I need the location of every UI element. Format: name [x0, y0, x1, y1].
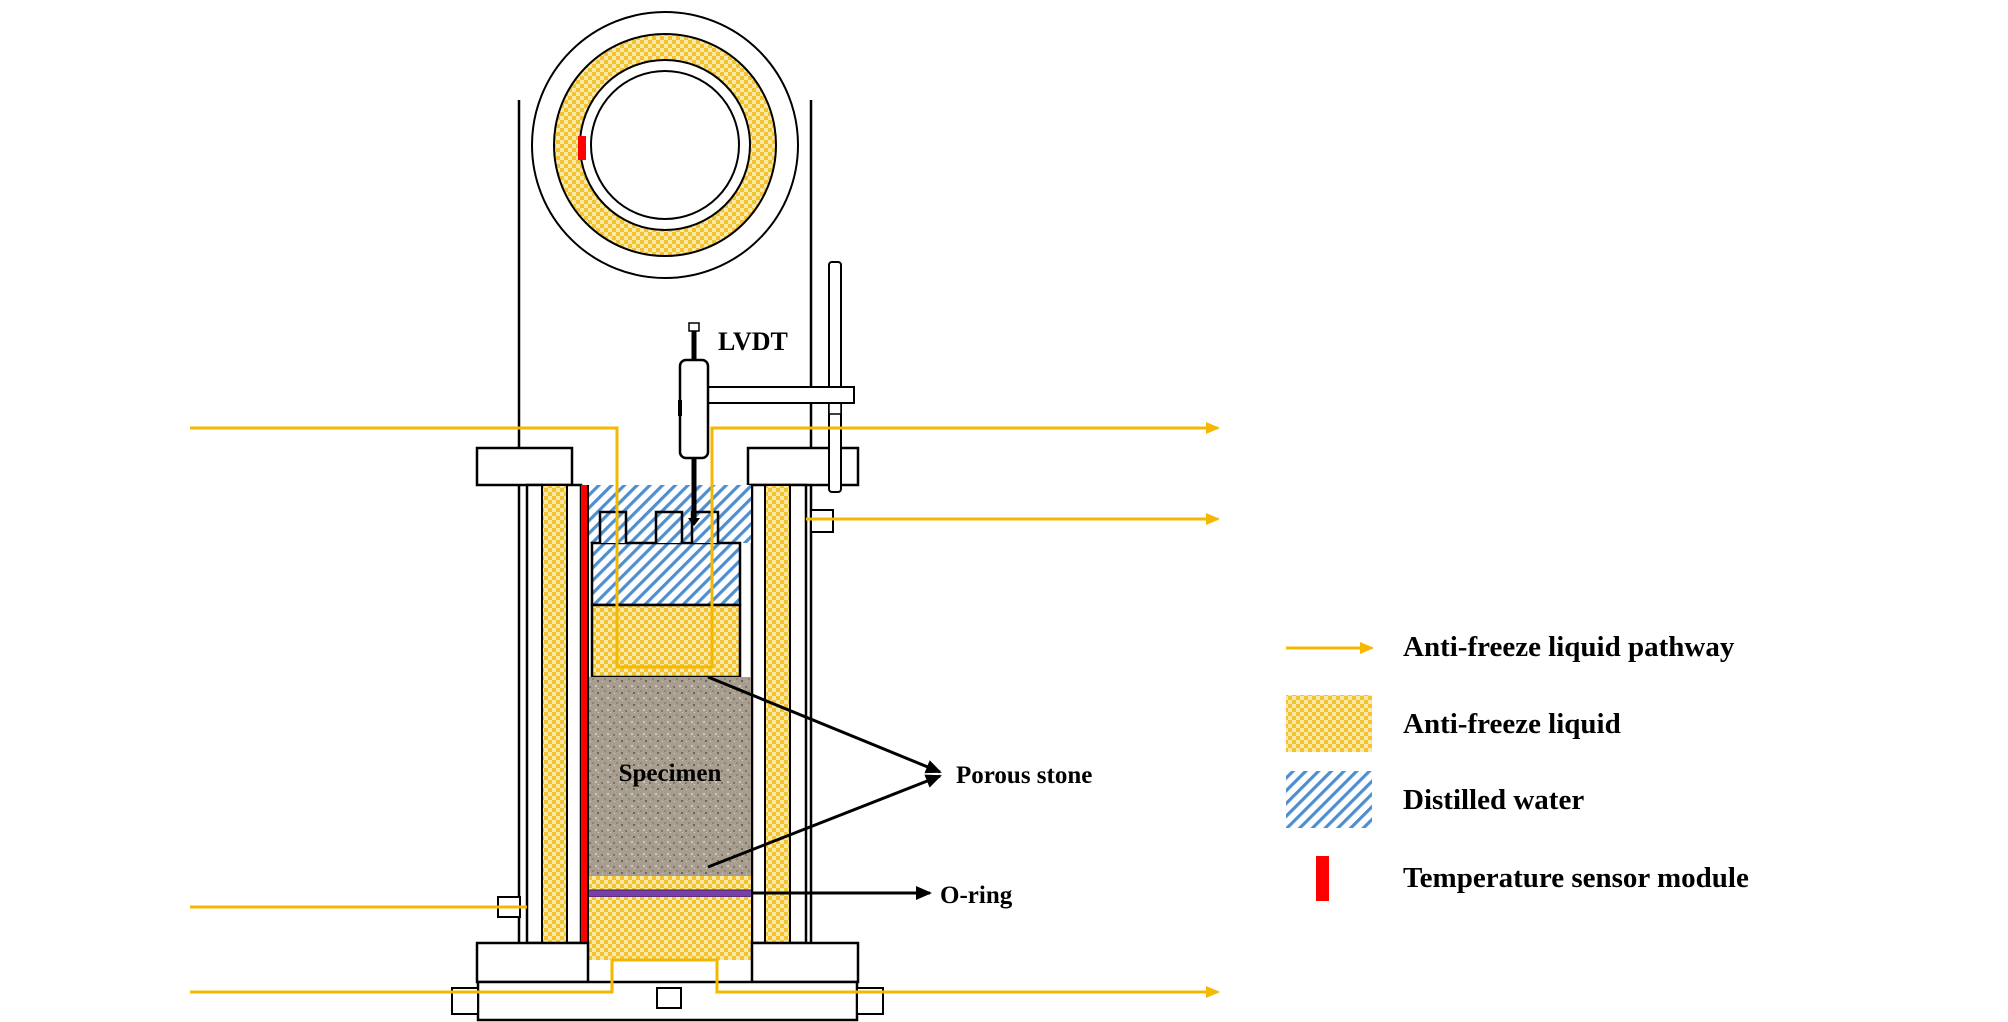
arrow-top-stone: [707, 675, 942, 774]
top-cap-left: [475, 446, 574, 487]
lvdt-probe-tip: [688, 518, 700, 526]
legend-antifreeze-swatch: [1286, 695, 1372, 752]
loading-piston: [590, 541, 742, 607]
specimen-body: [588, 677, 752, 876]
bottom-antifreeze-reservoir: [588, 897, 752, 960]
base-block-right: [750, 941, 860, 984]
legend-item-pathway: Anti-freeze liquid pathway: [1286, 631, 1735, 663]
lvdt-label: LVDT: [718, 327, 788, 356]
legend-label-sensor: Temperature sensor module: [1403, 862, 1749, 894]
lvdt-arm: [707, 386, 855, 404]
o-ring-label: O-ring: [940, 882, 1013, 909]
legend-label-water: Distilled water: [1403, 784, 1584, 816]
bottom-porous-stone: [588, 876, 752, 890]
lvdt-top-cap: [688, 322, 700, 332]
temperature-sensor-strip: [581, 485, 588, 943]
o-ring: [587, 889, 753, 898]
pathway-top-stone: [190, 422, 1220, 669]
lvdt-body: [678, 358, 710, 460]
legend-item-sensor: Temperature sensor module: [1316, 856, 1749, 901]
legend-label-antifreeze: Anti-freeze liquid: [1403, 708, 1621, 740]
porous-stone-label: Porous stone: [956, 762, 1092, 789]
base-assembly: [451, 941, 884, 1022]
top-ring-view: [531, 11, 799, 279]
antifreeze-pathways: [190, 422, 1220, 998]
legend-label-pathway: Anti-freeze liquid pathway: [1403, 631, 1735, 663]
cell-walls: [475, 446, 860, 945]
lvdt-stand-post: [828, 261, 842, 493]
legend-sensor-swatch: [1316, 856, 1329, 901]
pathway-bottom: [190, 958, 1220, 998]
wall-jacket-left: [541, 484, 568, 944]
base-block-left: [475, 941, 590, 984]
port-right: [810, 509, 834, 533]
piston-pins: [598, 510, 720, 543]
arrow-bottom-stone: [707, 774, 942, 869]
legend-item-antifreeze: Anti-freeze liquid: [1286, 695, 1621, 752]
ring-innermost-circle: [590, 70, 740, 220]
lvdt-assembly: LVDT: [678, 261, 855, 526]
specimen-label: Specimen: [619, 760, 722, 787]
chamber-contents: Specimen: [587, 485, 753, 960]
legend-item-water: Distilled water: [1286, 771, 1584, 828]
wall-jacket-right: [764, 484, 791, 944]
base-port-center: [656, 987, 682, 1009]
legend-water-swatch: [1286, 771, 1372, 828]
ring-temperature-sensor: [578, 136, 586, 160]
annotation-arrows: [707, 675, 942, 900]
legend: Anti-freeze liquid pathway Anti-freeze l…: [1286, 631, 1749, 901]
